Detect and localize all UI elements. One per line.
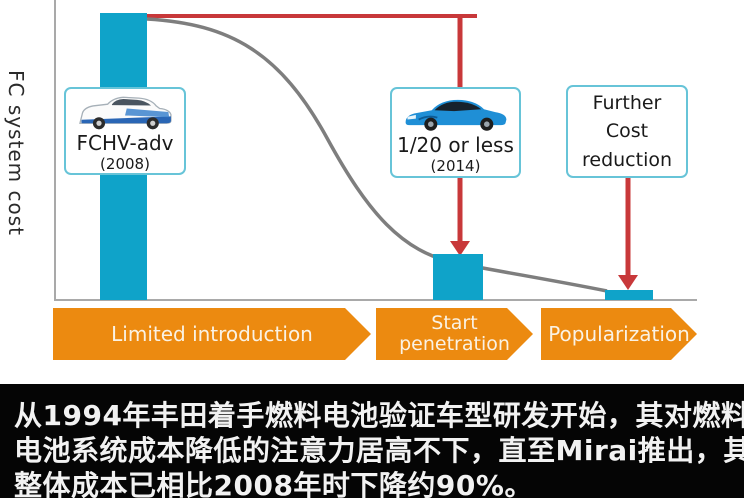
milestone-year: (2014) (430, 157, 481, 175)
fchv-adv-suv-icon (79, 96, 172, 130)
chart-canvas (54, 0, 697, 301)
cost-curve (146, 17, 608, 293)
milestone-year: (2008) (100, 155, 150, 173)
milestone-box-mirai: 1/20 or less (2014) (390, 87, 521, 178)
caption-line-3: 整体成本已相比2008年时下降约90%。 (14, 469, 533, 502)
caption-panel: 从1994年丰田着手燃料电池验证车型研发开始，其对燃料 电池系统成本降低的注意力… (0, 384, 744, 502)
phase-banner-limited-introduction: Limited introduction (53, 308, 371, 360)
drop-arrow-future-head (618, 275, 638, 290)
milestone-box-fchv-adv: FCHV-adv (2008) (64, 87, 186, 175)
phase-banner-start-penetration: Start penetration (376, 308, 533, 360)
milestone-title: FCHV-adv (76, 131, 174, 155)
y-axis-label: FC system cost (4, 70, 28, 236)
milestone-title: 1/20 or less (397, 133, 514, 157)
cost-chart-figure: FC system cost FCHV-adv (2008) 1/20 or l… (4, 0, 697, 360)
phase-banner-popularization: Popularization (541, 308, 697, 360)
milestone-title: Further Cost reduction (581, 91, 673, 171)
caption-line-2: 电池系统成本降低的注意力居高不下，直至Mirai推出，其 (14, 434, 744, 467)
cost-bar-future (605, 290, 653, 300)
drop-arrow-2014-head (450, 241, 470, 256)
cost-bar-2014 (433, 254, 483, 300)
caption-line-1: 从1994年丰田着手燃料电池验证车型研发开始，其对燃料 (14, 399, 744, 432)
mirai-sedan-icon (405, 99, 506, 131)
milestone-box-further-reduction: Further Cost reduction (566, 85, 688, 178)
